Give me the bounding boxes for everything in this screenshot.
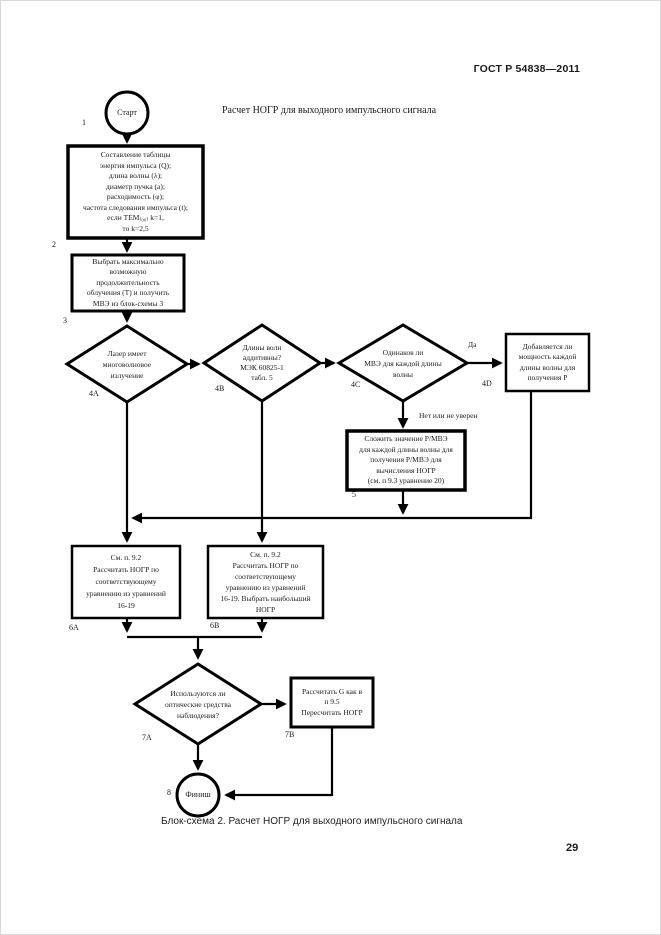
process-box-5-text: Сложить значение Р/МВЭ для каждой длины … xyxy=(359,434,453,486)
process-box-1-text: Составление таблицы энергия импульса (Q)… xyxy=(83,150,188,233)
page-number: 29 xyxy=(566,842,579,854)
edge-label-no-or-unsure: Нет или не уверен xyxy=(419,411,478,420)
process-box-4d-shape xyxy=(504,332,591,393)
decision-4a-text: Лазер имеет многоволновое излучение xyxy=(102,348,152,380)
process-box-4d-text: Добавляется ли мощность каждой длины вол… xyxy=(518,341,577,383)
step-label-2: 2 xyxy=(52,240,56,249)
step-label-7b: 7B xyxy=(285,730,295,739)
step-label-6b: 6B xyxy=(210,621,220,630)
decision-7a-text: Используются ли оптические средства набл… xyxy=(164,688,232,720)
chart-title: Расчет НОГР для выходного импульсного си… xyxy=(222,105,437,116)
finish-terminator-shape xyxy=(175,772,221,818)
process-box-6a-text: См. п. 9.2 Рассчитать НОГР по соответств… xyxy=(86,553,166,610)
step-label-4a: 4A xyxy=(89,389,99,398)
process-box-6b-text: См. п. 9.2 Рассчитать НОГР по соответств… xyxy=(220,550,311,614)
process-box-1-shape xyxy=(66,144,205,240)
edge-7b-to-finish xyxy=(224,727,334,801)
step-label-8: 8 xyxy=(167,788,171,797)
step-label-4c: 4C xyxy=(351,380,361,389)
step-label-5: 5 xyxy=(352,490,356,499)
decision-4c-text: Одинаков ли МВЭ для каждой длины волны xyxy=(364,347,442,379)
process-box-6b-shape xyxy=(206,544,325,620)
step-label-3: 3 xyxy=(63,316,67,325)
start-node-label: Старт xyxy=(117,107,137,117)
process-box-5-shape xyxy=(345,429,467,492)
finish-node-label: Финиш xyxy=(185,789,211,799)
step-label-4b: 4B xyxy=(215,384,225,393)
edge-4d-to-merge xyxy=(131,391,533,524)
figure-caption: Блок-схема 2. Расчет НОГР для выходного … xyxy=(161,816,463,827)
process-box-7b-text: Рассчитать G как в п 9.5 Пересчитать НОГ… xyxy=(301,686,363,717)
decision-4b-text: Длины волн аддитивны? МЭК 60825-1 табл. … xyxy=(240,343,284,382)
process-box-2-text: Выбрать максимально возможную продолжите… xyxy=(86,256,170,308)
step-label-1: 1 xyxy=(82,118,86,127)
step-label-7a: 7A xyxy=(142,733,152,742)
edge-label-yes: Да xyxy=(468,340,477,349)
step-label-6a: 6A xyxy=(69,623,79,632)
doc-standard-number: ГОСТ Р 54838—2011 xyxy=(473,63,580,75)
step-label-4d: 4D xyxy=(482,379,492,388)
